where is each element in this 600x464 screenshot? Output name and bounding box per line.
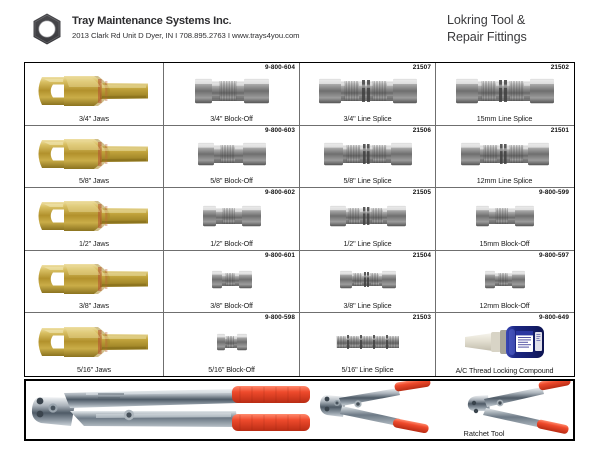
page-header: Tray Maintenance Systems Inc. 2013 Clark… (0, 0, 600, 58)
product-caption: A/C Thread Locking Compound (455, 365, 554, 375)
part-number: 9-800-602 (264, 189, 295, 197)
product-caption: 12mm Block-Off (479, 301, 530, 311)
part-number: 21505 (412, 189, 431, 197)
product-cell[interactable]: 9-800-599 (436, 188, 573, 250)
product-image-blockoff-xxs (164, 319, 299, 365)
product-caption: 5/16" Block-Off (208, 365, 255, 375)
product-image-blockoff-sm (164, 194, 299, 239)
product-image-jaw (25, 132, 163, 177)
part-number: 21503 (412, 314, 431, 322)
hex-nut-logo-icon (30, 12, 64, 46)
product-image-splice-xs (300, 257, 435, 302)
company-name-text: Tray Maintenance Systems Inc (72, 15, 229, 27)
product-cell[interactable]: 9-800-649 (436, 313, 573, 376)
product-cell[interactable]: 3/8" Jaws (25, 250, 164, 313)
product-caption: 3/4" Line Splice (343, 113, 392, 123)
product-cell[interactable]: 5/16" Jaws (25, 313, 164, 376)
product-cell[interactable]: 1/2" Jaws (25, 188, 164, 250)
part-number: 9-800-599 (538, 189, 569, 197)
product-cell[interactable]: 9-800-602 (164, 188, 300, 250)
part-number: 9-800-603 (264, 126, 295, 134)
product-caption: 1/2" Line Splice (343, 238, 392, 248)
document-title: Lokring Tool & Repair Fittings (447, 12, 527, 46)
product-caption: 3/8" Jaws (78, 301, 109, 311)
crimping-tools-image (31, 381, 571, 434)
product-cell[interactable]: 9-800-598 (164, 313, 300, 376)
product-image-splice-sm (300, 194, 435, 239)
product-caption: 15mm Block-Off (479, 238, 530, 248)
part-number: 9-800-649 (538, 314, 569, 322)
product-caption: 15mm Line Splice (476, 113, 533, 123)
product-cell[interactable]: 5/8" Jaws (25, 125, 164, 188)
company-address: 2013 Clark Rd Unit D Dyer, IN I 708.895.… (72, 31, 300, 40)
product-cell[interactable]: 21507 (300, 63, 436, 125)
product-image-blockoff-md (164, 132, 299, 177)
product-cell[interactable]: 21504 (300, 250, 436, 313)
company-name-period: . (228, 16, 232, 27)
product-caption: 3/8" Line Splice (343, 301, 392, 311)
product-cell[interactable]: 21505 (300, 188, 436, 250)
part-number: 9-800-597 (538, 251, 569, 259)
catalog-row: 3/4" Jaws 9-800-604 (25, 63, 574, 126)
product-image-jaw (25, 319, 163, 365)
product-caption: 5/16" Line Splice (341, 365, 394, 375)
product-cell[interactable]: 9-800-603 (164, 125, 300, 188)
product-caption: 5/8" Block-Off (210, 176, 253, 186)
part-number: 9-800-601 (264, 251, 295, 259)
part-number: 9-800-604 (264, 64, 295, 71)
product-caption: 5/8" Line Splice (343, 176, 392, 186)
part-number: 21502 (550, 64, 569, 71)
tool-photo-panel: Ratchet Tool (24, 379, 575, 441)
product-image-blockoff-xs (164, 257, 299, 302)
catalog-row: 1/2" Jaws 9-800-602 (25, 188, 574, 251)
product-image-blockoff-lg (164, 69, 299, 114)
company-name: Tray Maintenance Systems Inc. (72, 15, 300, 28)
product-cell[interactable]: 21506 (300, 125, 436, 188)
product-image-jaw (25, 69, 163, 114)
product-image-jaw (25, 194, 163, 239)
part-number: 21504 (412, 251, 431, 259)
catalog-row: 3/8" Jaws 9-800-601 (25, 250, 574, 314)
product-cell[interactable]: 21503 (300, 313, 436, 376)
product-caption: 3/4" Jaws (78, 113, 109, 123)
product-image-splice-md (436, 132, 573, 177)
product-cell[interactable]: 9-800-604 (164, 63, 300, 125)
product-caption: 3/8" Block-Off (210, 301, 253, 311)
product-caption: 12mm Line Splice (476, 176, 533, 186)
product-caption: 3/4" Block-Off (210, 113, 253, 123)
product-image-splice-xxs (300, 319, 435, 365)
product-cell[interactable]: 21502 (436, 63, 573, 125)
ratchet-tool-label: Ratchet Tool (463, 429, 505, 438)
product-cell[interactable]: 3/4" Jaws (25, 63, 164, 125)
part-number: 21506 (412, 126, 431, 134)
product-cell[interactable]: 21501 (436, 126, 573, 188)
product-image-splice-md (300, 132, 435, 177)
product-image-splice-lg (436, 69, 573, 114)
catalog-row: 5/8" Jaws 9-800-603 (25, 125, 574, 189)
product-cell[interactable]: 9-800-597 (436, 251, 573, 313)
product-image-blockoff-xs (436, 257, 573, 302)
catalog-row: 5/16" Jaws 9-800-598 (25, 313, 574, 376)
document-title-line1: Lokring Tool & (447, 13, 526, 27)
company-info: Tray Maintenance Systems Inc. 2013 Clark… (72, 15, 300, 41)
part-number: 21501 (550, 126, 569, 134)
product-caption: 5/16" Jaws (77, 365, 111, 375)
product-image-bottle (436, 319, 573, 365)
part-number: 9-800-598 (264, 314, 295, 322)
document-title-line2: Repair Fittings (447, 30, 527, 44)
product-image-splice-lg (300, 69, 435, 114)
part-number: 21507 (412, 64, 431, 71)
product-caption: 5/8" Jaws (78, 176, 109, 186)
product-cell[interactable]: 9-800-601 (164, 250, 300, 313)
product-caption: 1/2" Block-Off (210, 238, 253, 248)
product-catalog-grid: 3/4" Jaws 9-800-604 (24, 62, 575, 377)
product-image-blockoff-sm (436, 194, 573, 239)
product-caption: 1/2" Jaws (78, 238, 109, 248)
product-image-jaw (25, 257, 163, 302)
